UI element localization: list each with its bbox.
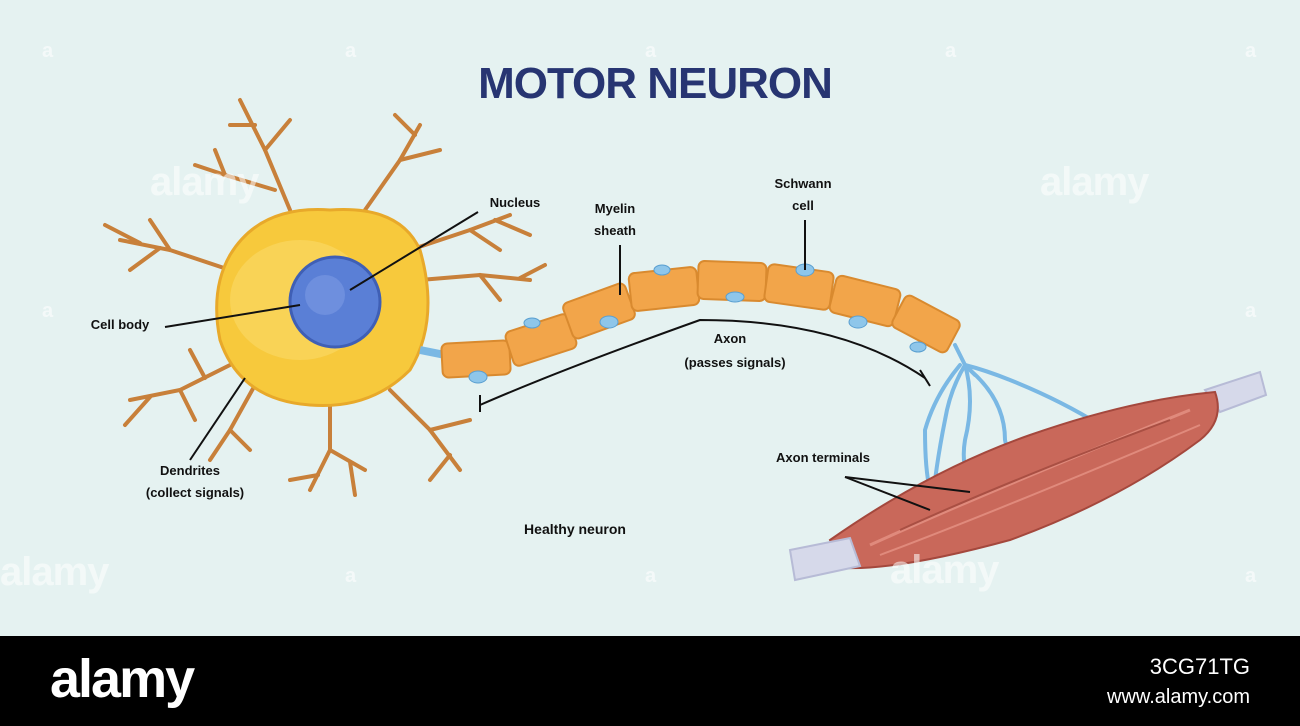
watermark-a-1: a — [42, 40, 54, 62]
label-schwann-cell-1: Schwann — [774, 176, 832, 191]
watermark-right: alamy — [1040, 160, 1149, 204]
dendrites — [103, 98, 547, 497]
watermark-left: alamy — [150, 160, 259, 204]
footer-url: www.alamy.com — [1107, 686, 1250, 708]
watermark-a-4: a — [945, 40, 957, 62]
myelin-sheath — [440, 260, 961, 379]
label-schwann-cell-2: cell — [792, 198, 814, 213]
footer-image-id: 3CG71TG — [1040, 654, 1250, 680]
label-myelin-sheath-1: Myelin — [594, 201, 636, 216]
pointer-lines — [164, 211, 971, 511]
label-axon-2: (passes signals) — [684, 355, 786, 370]
footer-bar: alamy 3CG71TG www.alamy.com — [0, 636, 1300, 726]
title: MOTOR NEURON — [478, 59, 833, 108]
nucleus-core — [305, 275, 345, 315]
image-id-text: 3CG71TG — [1149, 654, 1250, 679]
watermark-a-3: a — [645, 40, 657, 62]
label-axon-terminals: Axon terminals — [776, 450, 870, 465]
label-dendrites-2: (collect signals) — [145, 485, 245, 500]
watermark-a-6: a — [42, 300, 54, 322]
label-healthy-neuron: Healthy neuron — [524, 521, 626, 537]
schwann-cells — [468, 263, 927, 384]
watermark-a-2: a — [345, 40, 357, 62]
label-myelin-sheath-2: sheath — [594, 223, 636, 238]
watermark-bottom-right: alamy — [890, 548, 999, 592]
muscle — [788, 370, 1268, 582]
watermark-a-8: a — [345, 565, 357, 587]
label-dendrites-1: Dendrites — [160, 463, 220, 478]
watermark-a-5: a — [1245, 40, 1257, 62]
footer-logo: alamy — [50, 649, 195, 709]
watermark-a-7: a — [1245, 300, 1257, 322]
watermark-bottom-left: alamy — [0, 550, 109, 594]
diagram-canvas: MOTOR NEURON Nucleus Myelin sheath Schwa… — [0, 0, 1300, 636]
neuron-illustration — [103, 98, 1268, 582]
label-axon-1: Axon — [713, 331, 747, 346]
label-nucleus: Nucleus — [489, 195, 541, 210]
watermark-a-10: a — [1245, 565, 1257, 587]
label-cell-body: Cell body — [90, 317, 150, 332]
watermark-a-9: a — [645, 565, 657, 587]
